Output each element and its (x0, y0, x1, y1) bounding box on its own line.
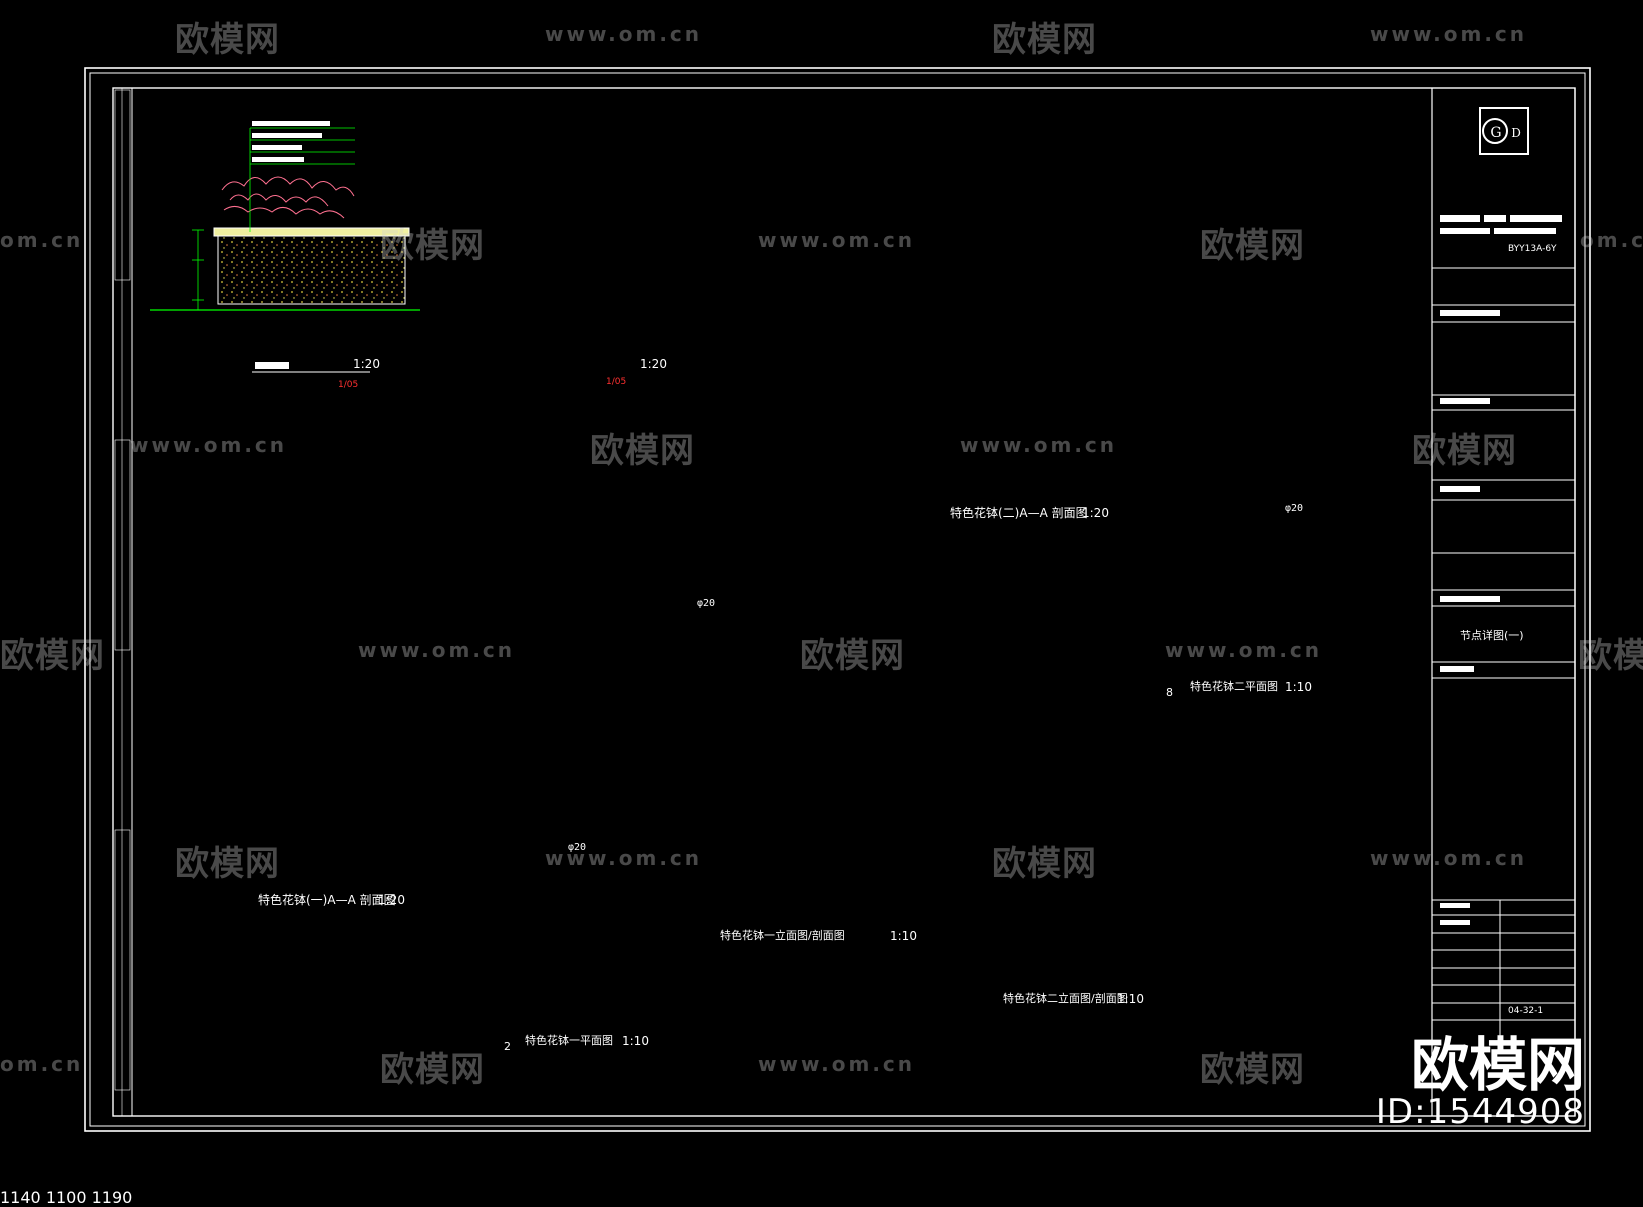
section-b-scale: 1:20 (1082, 506, 1109, 520)
fountain-2-plan-scale: 1:10 (1285, 680, 1312, 694)
watermark-logo: 欧模网 (1578, 636, 1643, 676)
dim-1190: 1190 (91, 1188, 133, 1207)
watermark-logo: 欧模网 (992, 844, 1097, 884)
fountain-1-elev-diam: φ20 (697, 598, 716, 609)
watermark-logo: 欧模网 (380, 1050, 485, 1090)
watermark-url: www.om.cn (1370, 846, 1528, 870)
svg-text:G: G (1490, 125, 1501, 141)
watermark-logo: 欧模网 (0, 636, 105, 676)
watermark-url: om.cn (0, 1052, 84, 1076)
watermark-url: www.om.cn (545, 22, 703, 46)
svg-text:D: D (1511, 126, 1521, 140)
sheet-title: 节点详图(一) (1460, 629, 1524, 642)
watermark-logo: 欧模网 (1412, 431, 1517, 471)
title-block-noise (1440, 215, 1562, 925)
fountain-1-plan-title: 特色花钵一平面图 (525, 1034, 613, 1047)
watermark-url: www.om.cn (545, 846, 703, 870)
fountain-1-diam: φ20 (568, 842, 587, 853)
watermark-logo: 欧模网 (175, 20, 280, 60)
planter-2-elevation: 1140 (0, 1188, 46, 1207)
watermark-url: om.cn (0, 228, 84, 252)
planter-1-elevation (150, 121, 420, 373)
watermark-url: www.om.cn (758, 228, 916, 252)
watermark-logo: 欧模网 (175, 844, 280, 884)
plan-2-scale: 1:20 (640, 357, 667, 371)
watermark-url: www.om.cn (130, 433, 288, 457)
callout-2: 2 (504, 1040, 511, 1053)
fountain-1-elev-title: 特色花钵一立面图/剖面图 (720, 929, 845, 942)
brand-logo-text: 欧模网 (1410, 1031, 1585, 1099)
brand-id: ID:1544908 (1375, 1092, 1585, 1132)
watermark-url: www.om.cn (1370, 22, 1528, 46)
project-code: BYY13A-6Y (1508, 244, 1557, 254)
binding-mark (114, 439, 131, 651)
callout-8: 8 (1166, 686, 1173, 699)
watermark-logo: 欧模网 (800, 636, 905, 676)
watermark-logo: 欧模网 (992, 20, 1097, 60)
plan-1-scale: 1:20 (353, 357, 380, 371)
watermark-url: www.om.cn (758, 1052, 916, 1076)
outer-frame-inner (89, 72, 1586, 1127)
design-institute-logo: G D (1479, 107, 1529, 155)
title-block-rows (1432, 267, 1575, 1040)
fountain-2-diam: φ20 (1285, 503, 1304, 514)
section-a-title: 特色花钵(一)A—A 剖面图 (258, 893, 396, 907)
fountain-2-elev-title: 特色花钵二立面图/剖面图 (1003, 992, 1128, 1005)
plan-2-ref: 1/05 (606, 377, 627, 387)
binding-mark (114, 829, 131, 1091)
watermark-logo: 欧模网 (380, 226, 485, 266)
planter-2-section: 1100 1190 (46, 1188, 133, 1207)
watermark-url: om.cn (1580, 228, 1643, 252)
dim-1140: 1140 (0, 1188, 41, 1207)
sheet-number: 04-32-1 (1508, 1006, 1544, 1016)
watermark-logo: 欧模网 (1200, 226, 1305, 266)
watermark-url: www.om.cn (960, 433, 1118, 457)
fountain-1-elev-scale: 1:10 (890, 929, 917, 943)
binding-mark (114, 89, 131, 281)
fountain-1-plan-scale: 1:10 (622, 1034, 649, 1048)
fountain-2-elev-scale: 1:10 (1117, 992, 1144, 1006)
section-b-title: 特色花钵(二)A—A 剖面图 (950, 506, 1088, 520)
plan-1-ref: 1/05 (338, 380, 359, 390)
watermark-logo: 欧模网 (1200, 1050, 1305, 1090)
fountain-2-plan-title: 特色花钵二平面图 (1190, 680, 1278, 693)
watermark-url: www.om.cn (358, 638, 516, 662)
watermark-logo: 欧模网 (590, 431, 695, 471)
dim-1100: 1100 (45, 1188, 87, 1207)
watermark-url: www.om.cn (1165, 638, 1323, 662)
outer-frame (84, 67, 1591, 1132)
section-a-scale: 1:20 (378, 893, 405, 907)
